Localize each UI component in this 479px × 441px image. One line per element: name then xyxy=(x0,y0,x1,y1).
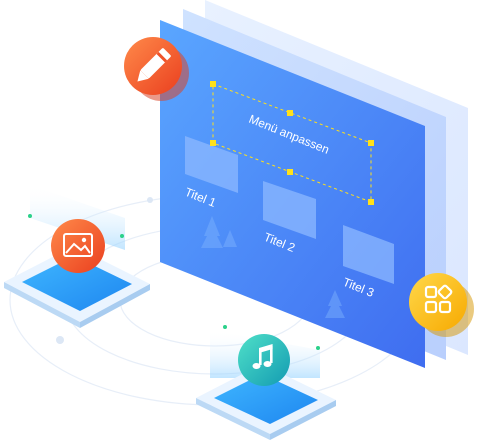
menu-thumbnail-1[interactable] xyxy=(185,136,238,193)
menu-thumbnail-3[interactable] xyxy=(343,225,394,284)
selection-handles[interactable] xyxy=(210,81,374,205)
menu-panel: Titel 1 Titel 2 Titel 3 Menü anpassen xyxy=(160,20,425,368)
apps-button[interactable] xyxy=(409,273,474,337)
image-button[interactable] xyxy=(51,219,105,273)
tree-decoration xyxy=(201,216,345,318)
apps-grid-icon xyxy=(424,284,453,314)
title-selection-box[interactable] xyxy=(212,83,372,203)
pencil-icon xyxy=(137,48,171,82)
music-note-icon xyxy=(252,344,273,369)
image-icon xyxy=(63,233,93,257)
music-button[interactable] xyxy=(238,334,290,386)
edit-button[interactable] xyxy=(124,37,189,101)
menu-thumbnail-2[interactable] xyxy=(263,181,316,239)
